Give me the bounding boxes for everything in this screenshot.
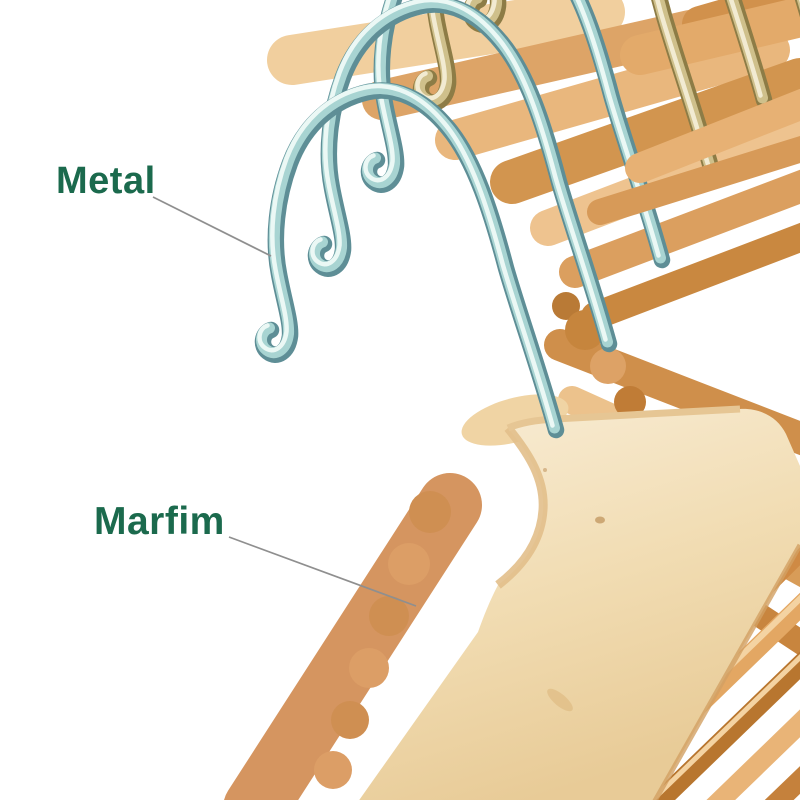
- wood-strip: [559, 169, 800, 288]
- stacked-edge-bump: [369, 596, 409, 636]
- hanger-shoulder-tip: [614, 386, 646, 418]
- hanger-rod: [646, 651, 800, 800]
- wood-strip-overlap: [625, 88, 800, 183]
- stacked-edge-bump: [409, 491, 451, 533]
- stacked-edge-bump: [314, 751, 352, 789]
- marfim-label: Marfim: [94, 500, 225, 543]
- hanger-shoulder-tip: [552, 292, 580, 320]
- stacked-edge-bump: [349, 648, 389, 688]
- board-bottom-edge: [652, 543, 800, 800]
- hanger-rod: [764, 766, 800, 800]
- stacked-edge-bump: [331, 701, 369, 739]
- stacked-edge-bump: [388, 543, 430, 585]
- hanger-neck-notch: [495, 425, 548, 589]
- hanger-rod-highlight: [648, 654, 800, 800]
- hanger-rod: [706, 709, 800, 800]
- metal-leader-line: [152, 196, 272, 257]
- metal-label: Metal: [56, 160, 156, 202]
- wood-knot: [543, 468, 547, 472]
- wood-strip-overlap: [587, 135, 800, 225]
- wood-knot: [595, 516, 605, 524]
- hanger-arm-board: [359, 408, 800, 800]
- wood-strip: [581, 222, 800, 330]
- hanger-shoulder-tip: [590, 348, 626, 384]
- wood-knot: [547, 688, 573, 712]
- marfim-leader-line: [228, 536, 417, 607]
- wooden-hanger-body: [224, 405, 800, 800]
